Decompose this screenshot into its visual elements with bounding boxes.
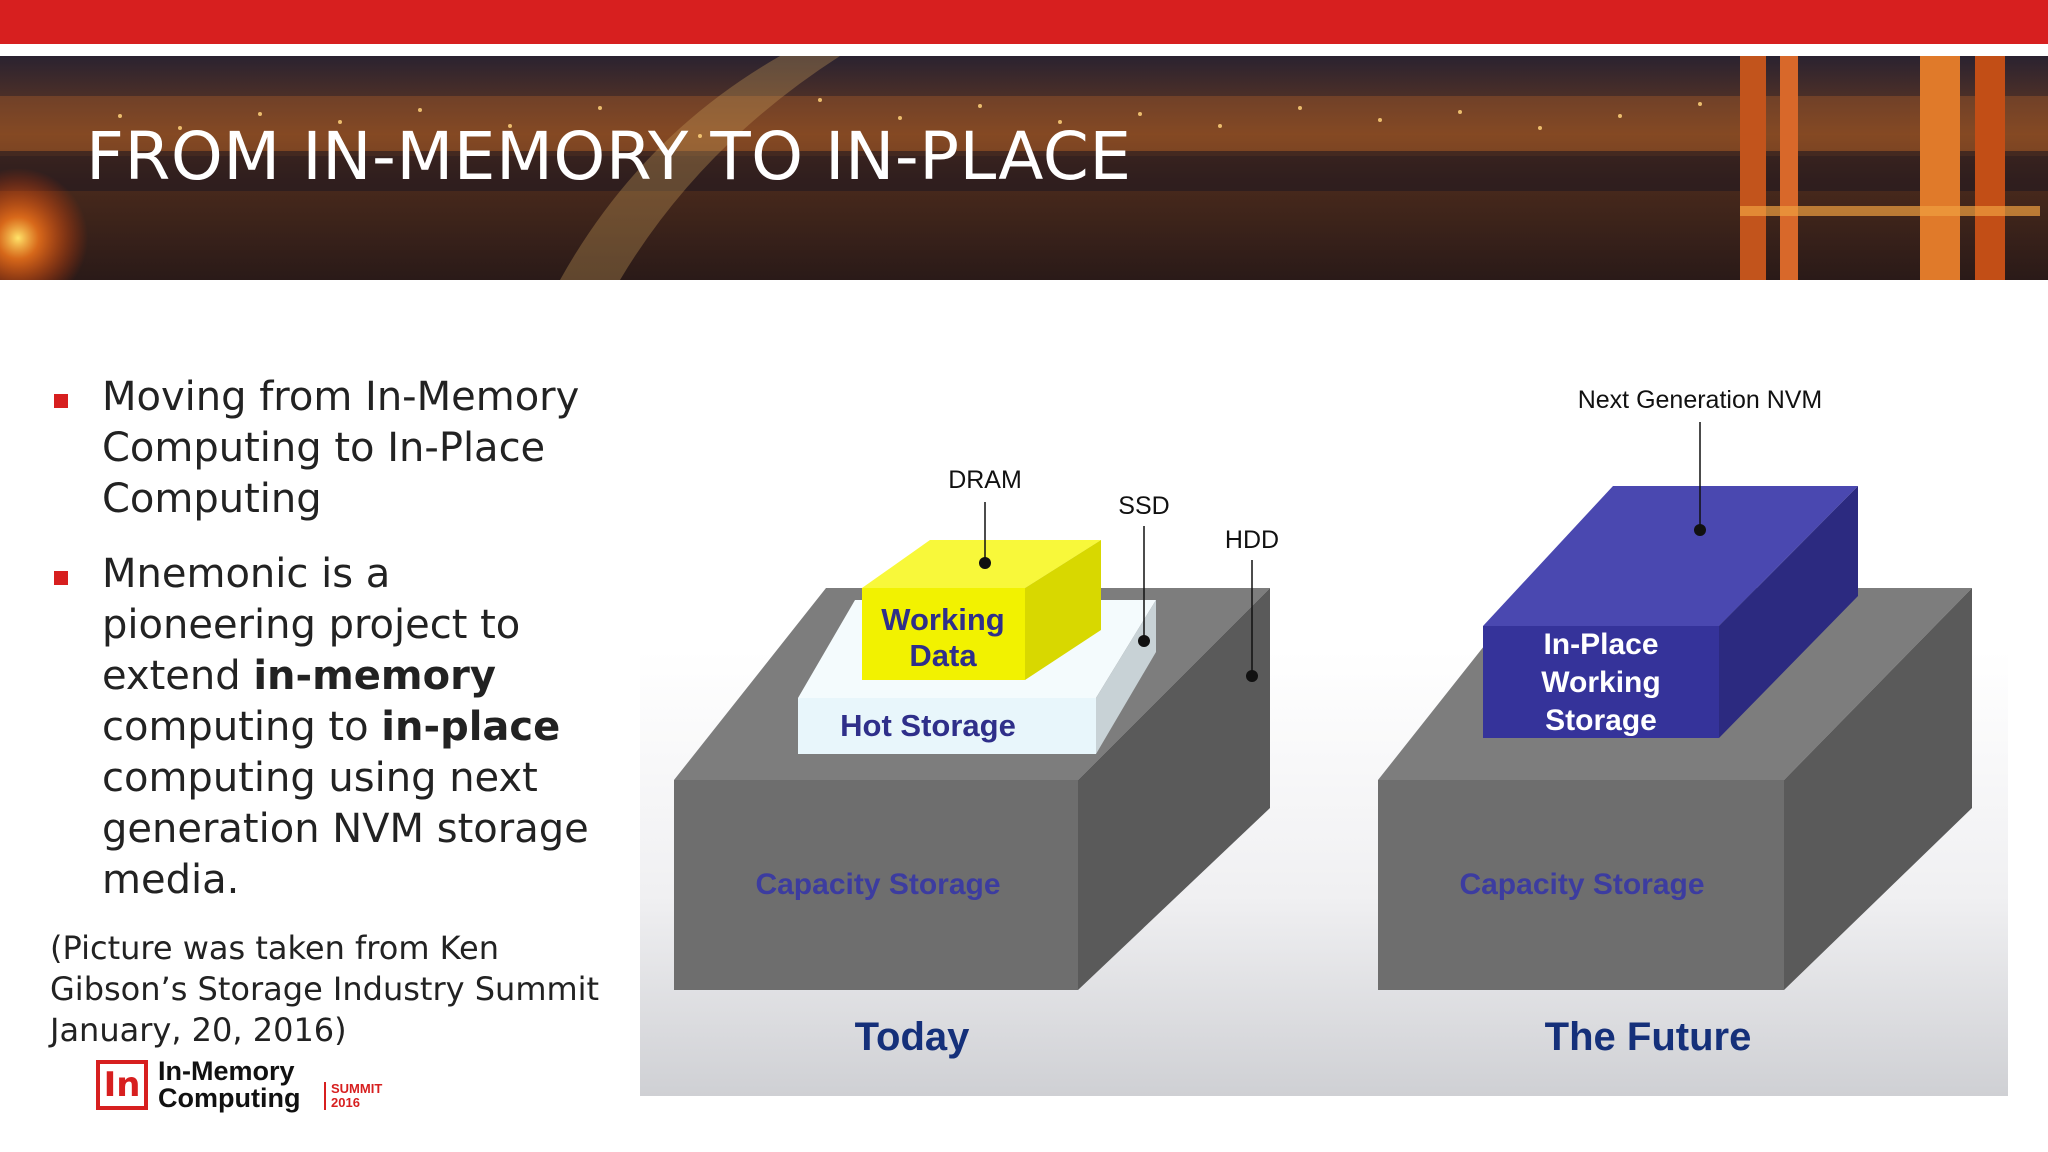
bullet-text-part: Mnemonic is a pioneering project to exte…	[102, 551, 521, 699]
today-capacity-label: Capacity Storage	[755, 868, 1000, 901]
bullet-text-part: computing using next generation NVM stor…	[102, 755, 589, 903]
logo-year-text: 2016	[331, 1095, 360, 1110]
slide-title: FROM IN-MEMORY TO IN-PLACE	[86, 118, 1132, 195]
ssd-label: SSD	[1118, 492, 1169, 520]
hdd-leader-dot	[1246, 670, 1258, 682]
logo-summit-text: SUMMIT	[331, 1081, 383, 1096]
bullet-text-part: computing to	[102, 704, 382, 750]
header-banner	[0, 56, 2048, 280]
inplace-line-3: Storage	[1545, 704, 1657, 737]
dram-label: DRAM	[948, 466, 1022, 494]
logo-wordmark: In-Memory Computing	[158, 1058, 300, 1112]
bullet-item: Mnemonic is a pioneering project to exte…	[50, 549, 610, 906]
logo-line-1: In-Memory	[158, 1056, 295, 1086]
working-data-line-1: Working	[881, 602, 1004, 637]
summit-logo: In In-Memory Computing SUMMIT 2016	[96, 1058, 416, 1118]
nvm-label: Next Generation NVM	[1578, 386, 1823, 414]
source-note: (Picture was taken from Ken Gibson’s Sto…	[50, 929, 600, 1049]
nvm-leader-dot	[1694, 524, 1706, 536]
top-accent-bar	[0, 0, 2048, 44]
logo-in-mark: In	[96, 1060, 148, 1110]
bullet-text: Moving from In-Memory Computing to In-Pl…	[102, 374, 580, 522]
future-caption: The Future	[1545, 1015, 1752, 1059]
today-caption: Today	[855, 1015, 971, 1059]
inplace-line-2: Working	[1541, 666, 1660, 699]
dram-leader-dot	[979, 557, 991, 569]
storage-diagram: DRAM SSD HDD Working Data Hot Storage Ca…	[640, 386, 2008, 1096]
hdd-label: HDD	[1225, 526, 1279, 554]
hot-storage-label: Hot Storage	[840, 708, 1016, 743]
bullet-item: Moving from In-Memory Computing to In-Pl…	[50, 372, 610, 525]
bullet-marker-icon	[54, 571, 68, 585]
nvm-block	[1483, 486, 1858, 738]
bullet-bold-in-place: in-place	[381, 704, 561, 750]
logo-summit-badge: SUMMIT 2016	[324, 1082, 382, 1110]
working-data-line-2: Data	[909, 638, 977, 673]
inplace-line-1: In-Place	[1543, 628, 1658, 661]
future-capacity-label: Capacity Storage	[1459, 868, 1704, 901]
bullet-list: Moving from In-Memory Computing to In-Pl…	[50, 372, 610, 930]
logo-line-2: Computing	[158, 1083, 301, 1113]
ssd-leader-dot	[1138, 635, 1150, 647]
bullet-bold-in-memory: in-memory	[253, 653, 496, 699]
bullet-marker-icon	[54, 394, 68, 408]
city-night-image	[0, 56, 2048, 280]
